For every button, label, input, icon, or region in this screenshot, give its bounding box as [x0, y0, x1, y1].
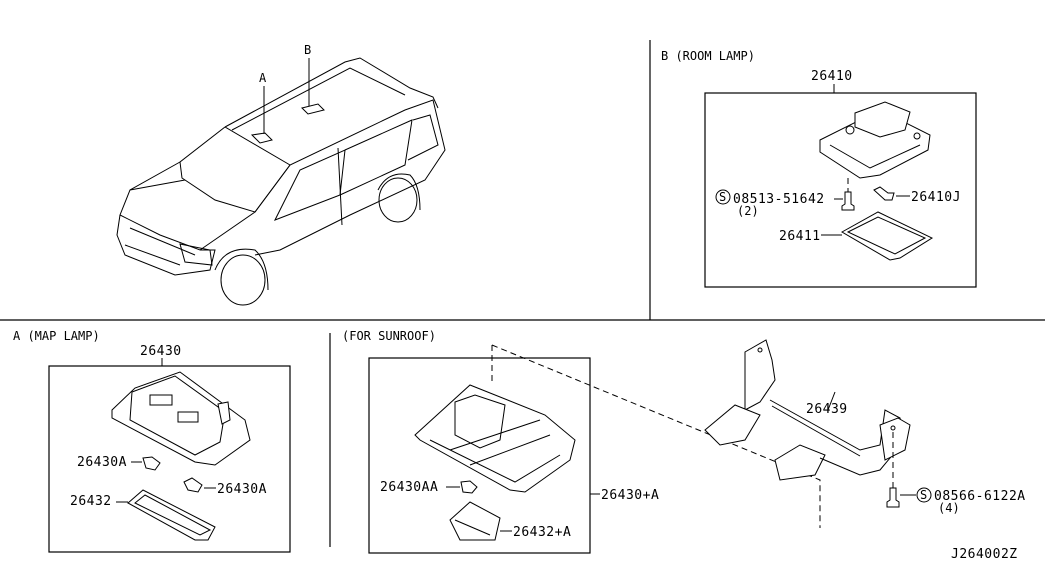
map-lamp-bulb-part-1: 26430A [77, 455, 127, 470]
map-lamp-housing [111, 371, 251, 466]
standard-part-symbol-2 [916, 487, 932, 503]
bracket-part: 26439 [806, 402, 848, 417]
map-lamp-box [48, 365, 291, 553]
room-lamp-title: B (ROOM LAMP) [661, 49, 755, 63]
sunroof-screw-qty: (4) [938, 501, 960, 515]
room-lamp-assembly-part: 26410 [811, 69, 853, 84]
vehicle-illustration [116, 57, 446, 306]
room-lamp-screw-qty: (2) [737, 204, 759, 218]
bulb-icon-3 [460, 480, 478, 494]
room-lamp-bulb-part: 26410J [911, 190, 961, 205]
map-lamp-title: A (MAP LAMP) [13, 329, 100, 343]
sunroof-lens-part: 26432+A [513, 525, 571, 540]
bulb-icon-1 [142, 456, 161, 471]
screw-icon-2 [886, 487, 900, 508]
map-lamp-lens-part: 26432 [70, 494, 112, 509]
sunroof-assembly-part: 26430+A [601, 488, 659, 503]
callout-b-label: B [304, 43, 311, 57]
sunroof-bracket [704, 339, 911, 481]
room-lamp-lens [840, 211, 934, 261]
room-lamp-lens-part: 26411 [779, 229, 821, 244]
map-lamp-assembly-part: 26430 [140, 344, 182, 359]
room-lamp-screw-part: 08513-51642 [733, 192, 825, 207]
bulb-icon [873, 186, 895, 201]
sunroof-lamp-housing [414, 384, 576, 493]
standard-part-symbol-letter-2: S [920, 488, 927, 502]
screw-icon [841, 191, 855, 211]
bulb-icon-2 [183, 477, 203, 493]
diagram-id: J264002Z [951, 547, 1018, 562]
sunroof-screw-part: 08566-6122A [934, 489, 1026, 504]
room-lamp-housing [819, 101, 931, 179]
sunroof-lamp-lens [449, 501, 501, 541]
sunroof-bracket-leader [491, 344, 821, 528]
sunroof-bulb-part: 26430AA [380, 480, 438, 495]
map-lamp-location [250, 132, 273, 144]
room-lamp-box [704, 92, 977, 288]
room-lamp-location [301, 103, 325, 115]
callout-a-label: A [259, 71, 267, 85]
sunroof-title: (FOR SUNROOF) [342, 329, 436, 343]
map-lamp-lens [127, 489, 216, 541]
map-lamp-bulb-part-2: 26430A [217, 482, 267, 497]
sunroof-lamp-box [368, 357, 591, 554]
standard-part-symbol-letter: S [719, 190, 726, 204]
standard-part-symbol [715, 189, 731, 205]
